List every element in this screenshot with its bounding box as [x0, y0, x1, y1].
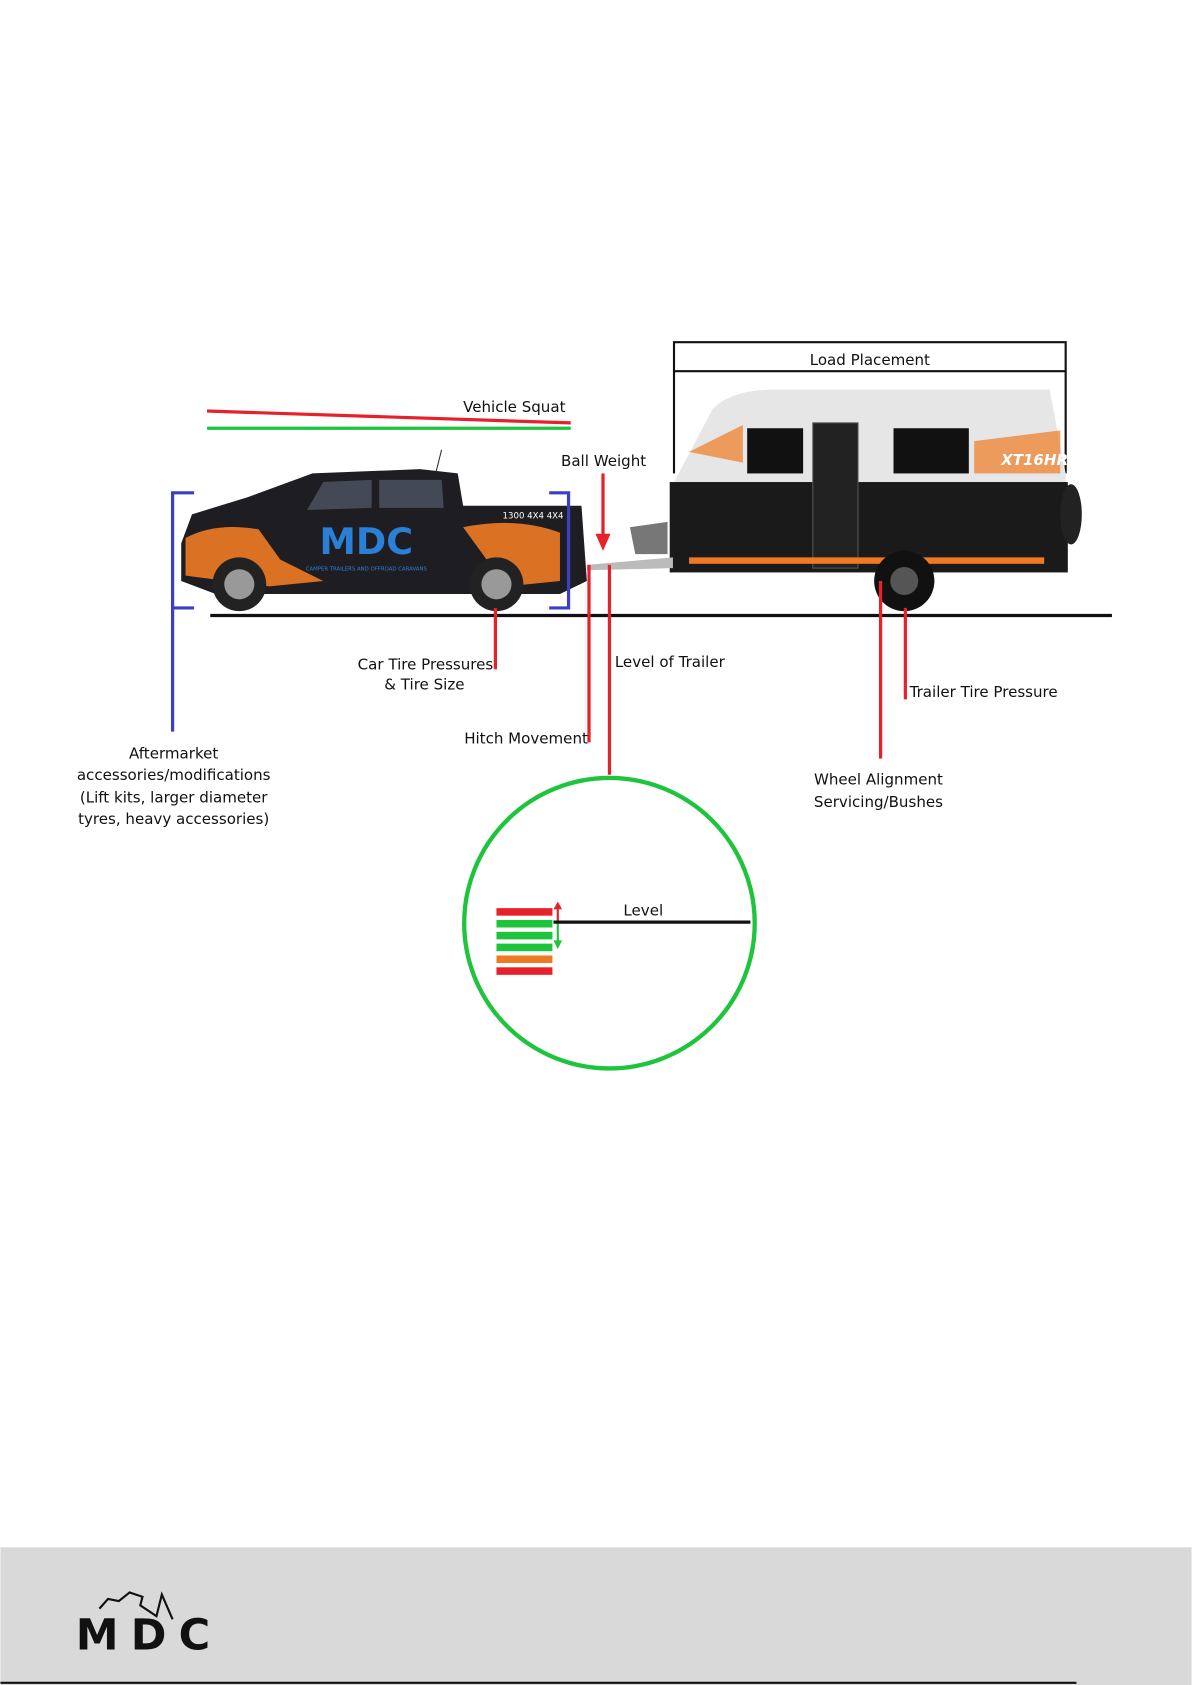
caravan-image: XT16HR: [586, 389, 1082, 612]
aftermarket-label-line: tyres, heavy accessories): [78, 810, 269, 828]
aftermarket-label: Aftermarket accessories/modifications (L…: [77, 745, 271, 829]
level-label: Level: [623, 902, 663, 920]
load-placement-bracket: Load Placement: [672, 341, 1067, 474]
vehicle-squat-indicator: Vehicle Squat: [206, 398, 571, 430]
wheel-alignment-label-line2: Servicing/Bushes: [814, 793, 943, 811]
vehicle-brand-decal: MDC: [319, 520, 413, 563]
vehicle-tagline-decal: CAMPER TRAILERS AND OFFROAD CARAVANS: [306, 566, 428, 572]
vehicle-squat-label: Vehicle Squat: [463, 398, 565, 416]
car-tire-label-line2: & Tire Size: [384, 676, 464, 694]
tow-vehicle-image: MDC CAMPER TRAILERS AND OFFROAD CARAVANS…: [181, 449, 587, 612]
footer: MDC: [0, 1547, 1192, 1685]
load-placement-label: Load Placement: [810, 351, 930, 369]
vehicle-phone-decal: 1300 4X4 4X4: [503, 512, 564, 522]
adjust-arrow-icon: [553, 901, 563, 950]
level-inset: Level: [462, 775, 757, 1071]
aftermarket-label-line: accessories/modifications: [77, 766, 271, 784]
aftermarket-bracket: [170, 491, 571, 732]
aftermarket-label-line: Aftermarket: [129, 745, 218, 763]
car-tire-label-line1: Car Tire Pressures: [358, 655, 494, 673]
caravan-model-decal: XT16HR: [1000, 451, 1068, 469]
wheel-alignment-label-line1: Wheel Alignment: [814, 770, 943, 788]
level-of-trailer-label: Level of Trailer: [615, 653, 726, 671]
callout-lines: [493, 473, 907, 775]
trailer-tire-pressure-label: Trailer Tire Pressure: [909, 683, 1058, 701]
hitch-movement-label: Hitch Movement: [464, 730, 588, 748]
ball-weight-arrow-icon: [595, 533, 611, 551]
aftermarket-label-line: (Lift kits, larger diameter: [80, 789, 268, 807]
mdc-logo: MDC: [76, 1591, 210, 1660]
footer-logo-text: MDC: [76, 1610, 210, 1660]
ball-weight-label: Ball Weight: [561, 452, 646, 470]
